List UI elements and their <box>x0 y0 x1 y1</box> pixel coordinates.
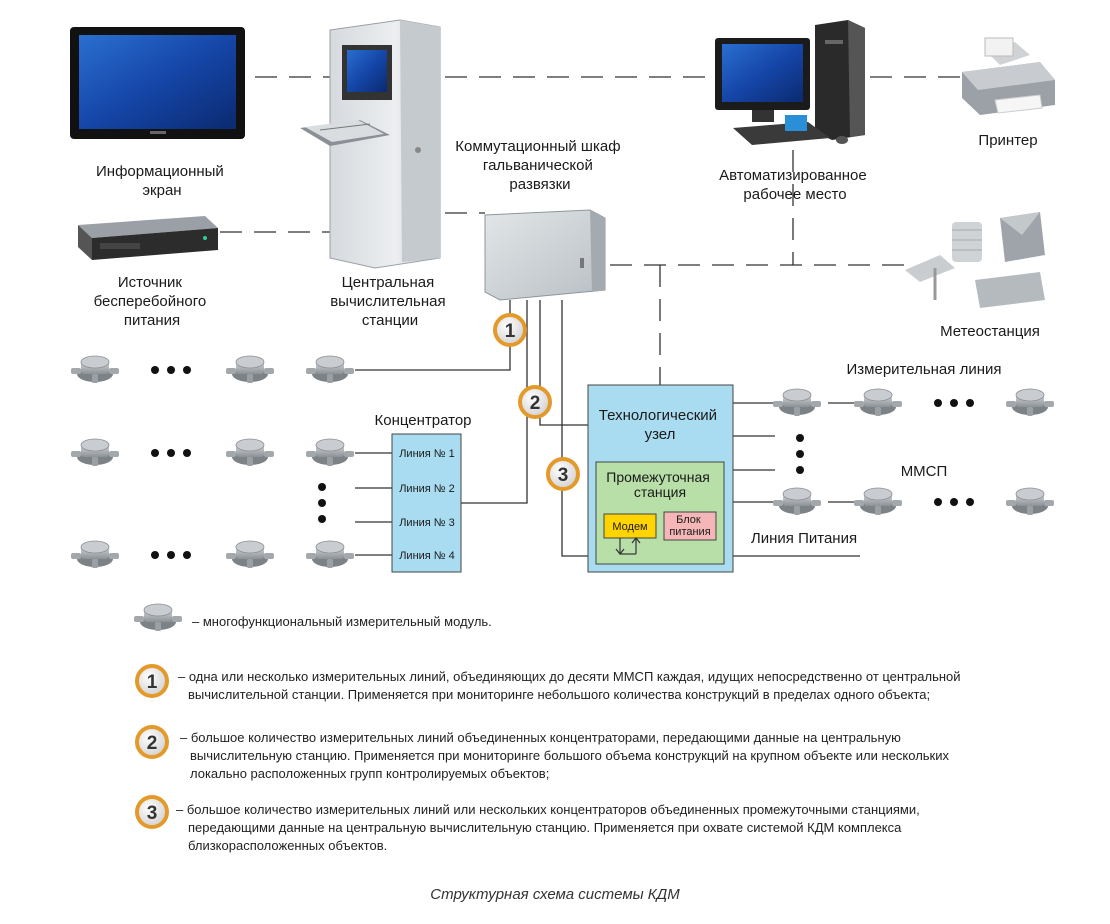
measuring-module <box>305 355 355 384</box>
power-block-box <box>663 511 717 541</box>
legend-badge-1: 1 <box>135 664 169 698</box>
badge-1: 1 <box>493 313 527 347</box>
info-screen-image <box>70 27 245 139</box>
legend-module-text: – многофункциональный измерительный моду… <box>192 614 492 629</box>
measuring-module <box>305 540 355 569</box>
measuring-module <box>772 487 822 516</box>
modem-label: Модем <box>612 521 647 533</box>
svg-text:1: 1 <box>147 672 158 693</box>
solid-links <box>355 300 860 557</box>
workstation-image <box>715 20 865 145</box>
badge-3: 3 <box>546 457 580 491</box>
measuring-module <box>70 540 120 569</box>
right-module-rows <box>772 388 1055 516</box>
concentrator-box <box>391 433 462 573</box>
central-station-image <box>300 19 441 269</box>
figure-caption: Структурная схема системы КДМ <box>430 886 680 903</box>
mmsp-label: ММСП <box>901 463 948 480</box>
legend-badge-3: 3 <box>135 795 169 829</box>
left-module-rows <box>70 355 355 569</box>
legend-item2-line1: – большое количество измерительных линий… <box>180 730 901 745</box>
intermediate-station-label: Промежуточная станция <box>606 469 713 500</box>
info-screen-label: Информационный экран <box>96 163 228 199</box>
central-station-label: Центральная вычислительная станции <box>330 274 450 329</box>
modem-arrows <box>615 537 641 555</box>
workstation-label: Автоматизированное рабочее место <box>719 167 871 203</box>
measuring-module <box>1005 487 1055 516</box>
svg-text:3: 3 <box>558 465 569 486</box>
concentrator-line-2: Линия № 2 <box>399 483 455 495</box>
measuring-module <box>853 388 903 417</box>
legend-badge-2: 2 <box>135 725 169 759</box>
measuring-module <box>1005 388 1055 417</box>
legend-module-icon <box>133 603 183 632</box>
measuring-line-label: Измерительная линия <box>847 361 1002 378</box>
printer-image <box>962 37 1055 115</box>
measuring-module <box>225 355 275 384</box>
svg-text:2: 2 <box>147 733 158 754</box>
legend-item2-line3: локально расположенных групп контролируе… <box>190 766 550 781</box>
legend-item3-line2: передающими данные на центральную вычисл… <box>188 820 902 835</box>
legend-item1-line2: вычислительной станции. Применяется при … <box>188 687 931 702</box>
printer-label: Принтер <box>978 132 1037 149</box>
concentrator-line-4: Линия № 4 <box>399 550 455 562</box>
modem-box <box>603 513 657 539</box>
power-block-label: Блок питания <box>669 514 710 538</box>
concentrator-line-1: Линия № 1 <box>399 448 455 460</box>
weather-station-image <box>905 212 1045 308</box>
badge-2: 2 <box>518 385 552 419</box>
concentrator-line-3: Линия № 3 <box>399 517 455 529</box>
measuring-module <box>70 355 120 384</box>
weather-station-label: Метеостанция <box>940 323 1040 340</box>
tech-node-label: Технологический узел <box>599 407 721 443</box>
switch-cabinet-image <box>484 209 606 301</box>
dashed-links <box>220 76 960 385</box>
measuring-module <box>305 438 355 467</box>
svg-text:3: 3 <box>147 803 158 824</box>
measuring-module <box>225 540 275 569</box>
measuring-module <box>853 487 903 516</box>
legend-item3-line3: близкорасположенных объектов. <box>188 838 388 853</box>
svg-text:1: 1 <box>505 321 516 342</box>
ellipsis-dots <box>151 366 974 559</box>
concentrator-label: Концентратор <box>374 412 471 429</box>
legend-item1-line1: – одна или несколько измерительных линий… <box>178 669 961 684</box>
legend-item3-line1: – большое количество измерительных линий… <box>176 802 920 817</box>
switch-cabinet-label: Коммутационный шкаф гальванической развя… <box>455 138 624 193</box>
measuring-module <box>772 388 822 417</box>
ups-image <box>78 216 218 260</box>
measuring-module <box>70 438 120 467</box>
svg-text:2: 2 <box>530 393 541 414</box>
measuring-module <box>225 438 275 467</box>
power-line-label: Линия Питания <box>751 530 857 547</box>
legend-item2-line2: вычислительную станцию. Применяется при … <box>190 748 949 763</box>
ups-label: Источник бесперебойного питания <box>94 274 211 329</box>
